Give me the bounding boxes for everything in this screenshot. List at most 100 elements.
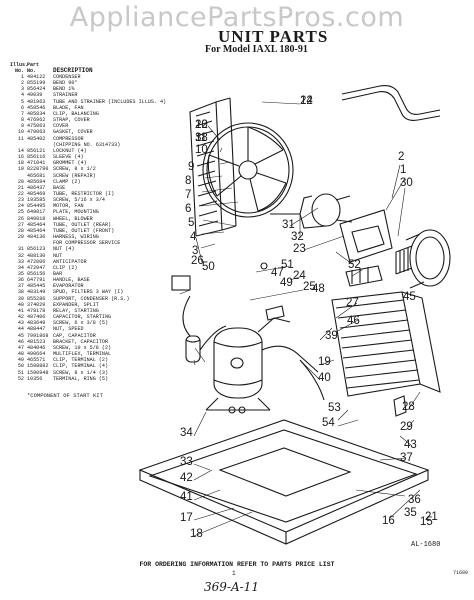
illus-number: 45 [17,332,24,339]
part-description: SLEEVE (4) [53,154,84,161]
footnote: *COMPONENT OF START KIT [27,392,103,399]
callout-number: 1 [400,164,406,176]
illus-number: 39 [17,295,24,302]
header-description: DESCRIPTION [53,67,93,74]
part-description: WHEEL, BLOWER [53,215,93,222]
part-number: 49039 [27,92,43,99]
callout-number: 37 [400,452,413,464]
callout-number: 42 [180,472,193,484]
callout-number: 53 [328,402,341,414]
callout-number: 38 [195,132,208,144]
restrictor-tube-drawing [341,85,441,115]
part-description: LOCKNUT (4) [53,147,87,154]
callout-number: 9 [188,161,194,173]
illus-number: 32 [17,252,24,259]
part-number: 485402 [27,135,46,142]
part-number: 478178 [27,307,46,314]
part-number: 481963 [27,98,46,105]
part-number: 485469 [27,190,46,197]
callout-number: 8 [185,175,191,187]
callout-number: 5 [188,217,194,229]
illus-number: 16 [17,154,24,161]
part-number: 649817 [27,209,46,216]
illus-number: 36 [17,277,24,284]
callout-number: 30 [400,177,413,189]
leader-lines [179,101,421,537]
illus-number: 9 [20,123,24,130]
base-pan-drawing [138,419,430,545]
part-number: 484046 [27,344,46,351]
part-number: 488447 [27,326,46,333]
page-title: UNIT PARTS [218,27,329,46]
part-description: BEND 1⅝ [53,86,75,93]
illus-number: 27 [17,221,24,228]
illus-number: 4 [20,92,24,99]
illus-number: 2 [20,80,24,87]
part-description: (CHIPPING NO. 6314733) [53,141,121,148]
callout-number: 10 [195,144,208,156]
part-number: 470063 [27,129,46,136]
part-description: EXPANDER, SPLIT [53,301,99,308]
callout-number: 47 [271,267,284,279]
part-number: 854495 [27,203,46,210]
callout-number: 35 [404,507,417,519]
part-description: CLIP, TERMINAL (4) [53,363,109,370]
callout-number: 33 [180,456,193,468]
parts-list-row: FOR COMPRESSOR SERVICE [10,240,200,246]
callout-number: 28 [402,401,415,413]
callout-number: 39 [325,330,338,342]
parts-list-header: Illus. No. Part No. DESCRIPTION [10,62,200,74]
part-number: 484136 [27,234,46,241]
part-description: CONDENSER [53,74,81,80]
compressor-drawing [205,317,319,411]
part-description: SCREW, 6 x 3/8 (5) [53,320,109,327]
part-number: 193585 [27,197,46,204]
callout-number: 50 [202,261,215,273]
part-description: SCREW, 5/16 x 3/4 [53,197,105,204]
part-number: 476962 [27,117,46,124]
illus-number: 43 [17,320,24,327]
part-number: 490664 [27,351,46,358]
callout-number: 25 [303,281,316,293]
part-description: MULTIFLEX, TERMINAL [53,351,112,358]
part-number: 7991868 [27,332,49,339]
part-description: TUBE, OUTLET (FRONT) [53,227,115,234]
illus-number: 18 [17,160,24,167]
callout-number: 6 [185,203,191,215]
illus-number: 35 [17,271,24,277]
callout-number: 51 [281,259,294,271]
part-description: PLATE, MOUNTING [53,209,99,216]
illus-number: 6 [20,104,24,111]
part-description: TERMINAL, RING (5) [53,375,109,382]
part-number: 374029 [27,301,46,308]
callout-number: 11 [195,132,207,144]
illus-number: 40 [17,301,24,308]
part-description: SCREW, 10 x 5/8 (2) [53,344,112,351]
part-description: RELAY, STARTING [53,307,99,314]
capacitor-drawing [185,335,201,363]
part-description: COVER [53,123,69,130]
illus-number: 22 [17,190,24,197]
